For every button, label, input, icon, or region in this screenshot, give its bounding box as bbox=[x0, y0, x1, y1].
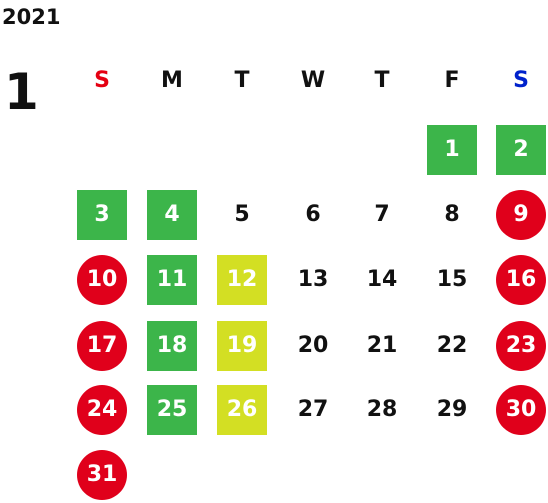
day-cell-20[interactable]: 20 bbox=[297, 333, 329, 358]
day-cell-14[interactable]: 14 bbox=[366, 267, 398, 292]
day-cell-24[interactable]: 24 bbox=[77, 385, 127, 435]
weekday-tuesday: T bbox=[234, 68, 250, 93]
day-cell-25[interactable]: 25 bbox=[147, 385, 197, 435]
day-cell-28[interactable]: 28 bbox=[366, 397, 398, 422]
day-cell-26[interactable]: 26 bbox=[217, 385, 267, 435]
day-cell-16[interactable]: 16 bbox=[496, 255, 546, 305]
day-cell-13[interactable]: 13 bbox=[297, 267, 329, 292]
day-cell-23[interactable]: 23 bbox=[496, 321, 546, 371]
day-cell-18[interactable]: 18 bbox=[147, 321, 197, 371]
weekday-wednesday: W bbox=[300, 68, 326, 93]
weekday-friday: F bbox=[444, 68, 460, 93]
day-cell-29[interactable]: 29 bbox=[436, 397, 468, 422]
day-cell-19[interactable]: 19 bbox=[217, 321, 267, 371]
calendar-year: 2021 bbox=[2, 5, 61, 29]
day-cell-15[interactable]: 15 bbox=[436, 267, 468, 292]
day-cell-30[interactable]: 30 bbox=[496, 385, 546, 435]
day-cell-5[interactable]: 5 bbox=[234, 202, 250, 227]
weekday-sunday: S bbox=[94, 68, 110, 93]
day-cell-9[interactable]: 9 bbox=[496, 190, 546, 240]
weekday-monday: M bbox=[161, 68, 183, 93]
day-cell-21[interactable]: 21 bbox=[366, 333, 398, 358]
day-cell-27[interactable]: 27 bbox=[297, 397, 329, 422]
day-cell-1[interactable]: 1 bbox=[427, 125, 477, 175]
weekday-saturday: S bbox=[513, 68, 529, 93]
day-cell-8[interactable]: 8 bbox=[444, 202, 460, 227]
weekday-thursday: T bbox=[374, 68, 390, 93]
day-cell-22[interactable]: 22 bbox=[436, 333, 468, 358]
day-cell-10[interactable]: 10 bbox=[77, 255, 127, 305]
day-cell-17[interactable]: 17 bbox=[77, 321, 127, 371]
day-cell-31[interactable]: 31 bbox=[77, 450, 127, 500]
day-cell-4[interactable]: 4 bbox=[147, 190, 197, 240]
day-cell-7[interactable]: 7 bbox=[374, 202, 390, 227]
day-cell-3[interactable]: 3 bbox=[77, 190, 127, 240]
day-cell-12[interactable]: 12 bbox=[217, 255, 267, 305]
day-cell-6[interactable]: 6 bbox=[305, 202, 321, 227]
day-cell-11[interactable]: 11 bbox=[147, 255, 197, 305]
day-cell-2[interactable]: 2 bbox=[496, 125, 546, 175]
calendar-month: 1 bbox=[4, 63, 39, 121]
